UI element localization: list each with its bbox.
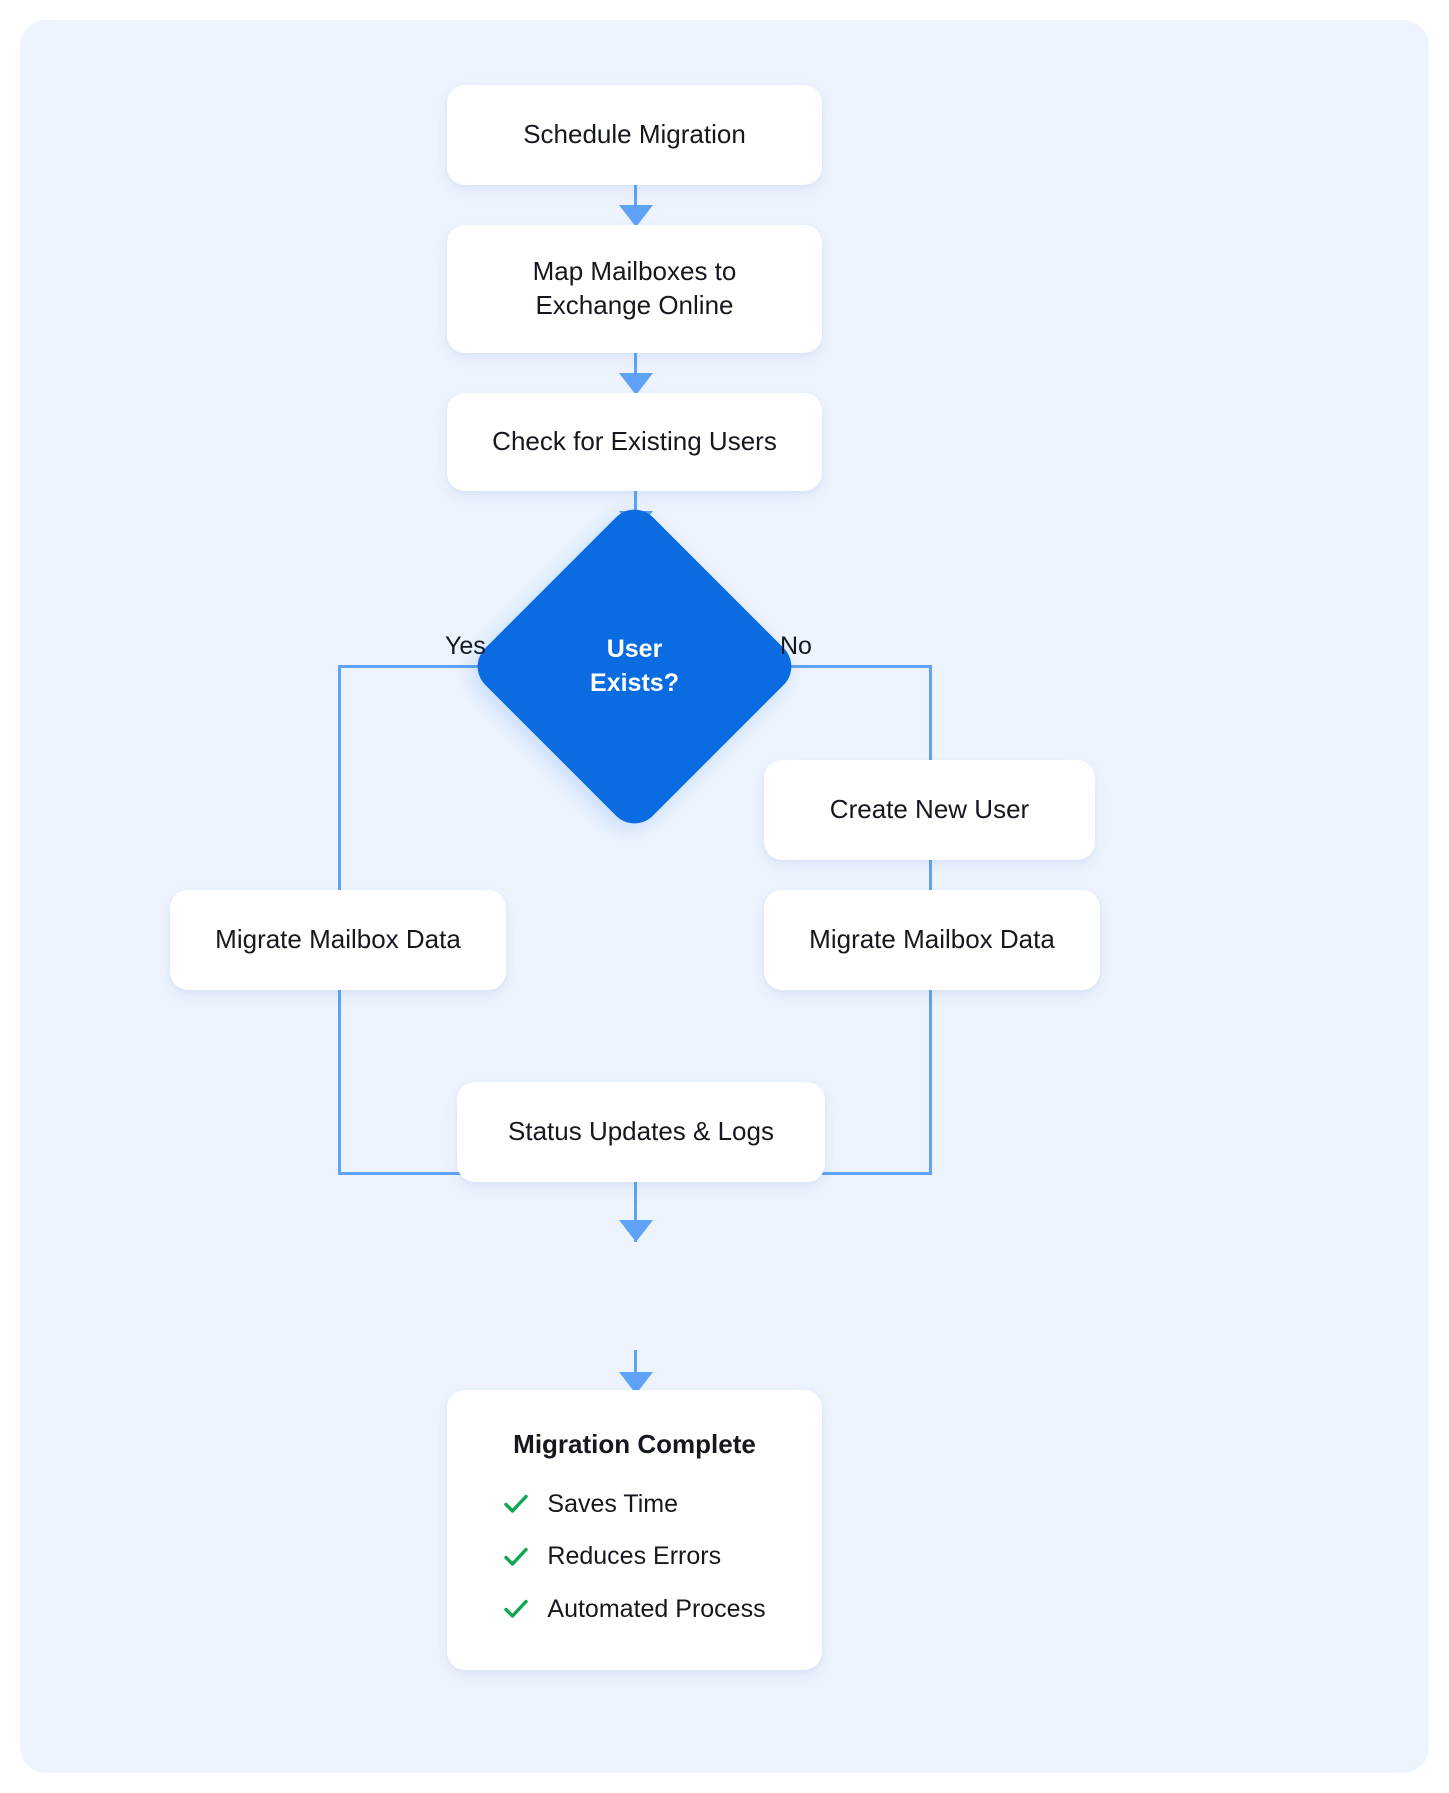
migration-complete-title: Migration Complete xyxy=(513,1429,756,1459)
list-item: Reduces Errors xyxy=(503,1540,721,1573)
node-check-existing-users[interactable]: Check for Existing Users xyxy=(447,393,822,491)
check-icon xyxy=(503,1596,529,1622)
benefit-label: Automated Process xyxy=(547,1594,766,1623)
node-label: User Exists? xyxy=(590,634,679,697)
arrowhead-merge-to-status xyxy=(619,1220,653,1242)
benefit-list: Saves Time Reduces Errors xyxy=(503,1488,766,1626)
node-migrate-mailbox-data-left[interactable]: Migrate Mailbox Data xyxy=(170,890,506,990)
node-label: Status Updates & Logs xyxy=(508,1116,774,1147)
branch-label-yes: Yes xyxy=(445,632,486,660)
edge-no-horizontal xyxy=(753,665,932,668)
list-item: Saves Time xyxy=(503,1488,678,1521)
edge-merge-to-status xyxy=(634,1172,637,1242)
check-icon xyxy=(503,1544,529,1570)
arrowhead-status-to-complete xyxy=(619,1372,653,1394)
node-migrate-mailbox-data-right[interactable]: Migrate Mailbox Data xyxy=(764,890,1100,990)
node-schedule-migration[interactable]: Schedule Migration xyxy=(447,85,822,185)
node-label: Map Mailboxes to Exchange Online xyxy=(532,256,737,320)
benefit-label: Saves Time xyxy=(547,1489,679,1518)
node-label: Schedule Migration xyxy=(523,119,746,150)
arrowhead-map-to-check xyxy=(619,373,653,395)
node-migration-complete[interactable]: Migration Complete Saves Time xyxy=(447,1390,822,1670)
node-label: Check for Existing Users xyxy=(492,426,777,457)
edge-create-to-migrate-right xyxy=(929,860,932,908)
edge-yes-horizontal xyxy=(338,665,516,668)
node-label: Migrate Mailbox Data xyxy=(215,924,461,955)
arrowhead-schedule-to-map xyxy=(619,205,653,227)
node-label: Create New User xyxy=(829,794,1030,825)
node-status-updates-logs[interactable]: Status Updates & Logs xyxy=(457,1082,825,1182)
list-item: Automated Process xyxy=(503,1593,766,1626)
check-icon xyxy=(503,1491,529,1517)
flowchart-stage: Yes No Schedule Migration Map Mailboxes … xyxy=(20,20,1429,1773)
benefit-label: Reduces Errors xyxy=(547,1542,722,1571)
edge-no-vertical xyxy=(929,665,932,781)
branch-label-no: No xyxy=(780,632,812,660)
edge-migrate-right-to-merge xyxy=(929,990,932,1174)
node-map-mailboxes[interactable]: Map Mailboxes to Exchange Online xyxy=(447,225,822,353)
node-label: Migrate Mailbox Data xyxy=(809,924,1055,955)
node-create-new-user[interactable]: Create New User xyxy=(764,760,1095,860)
node-decision-user-exists[interactable]: User Exists? xyxy=(466,498,803,835)
